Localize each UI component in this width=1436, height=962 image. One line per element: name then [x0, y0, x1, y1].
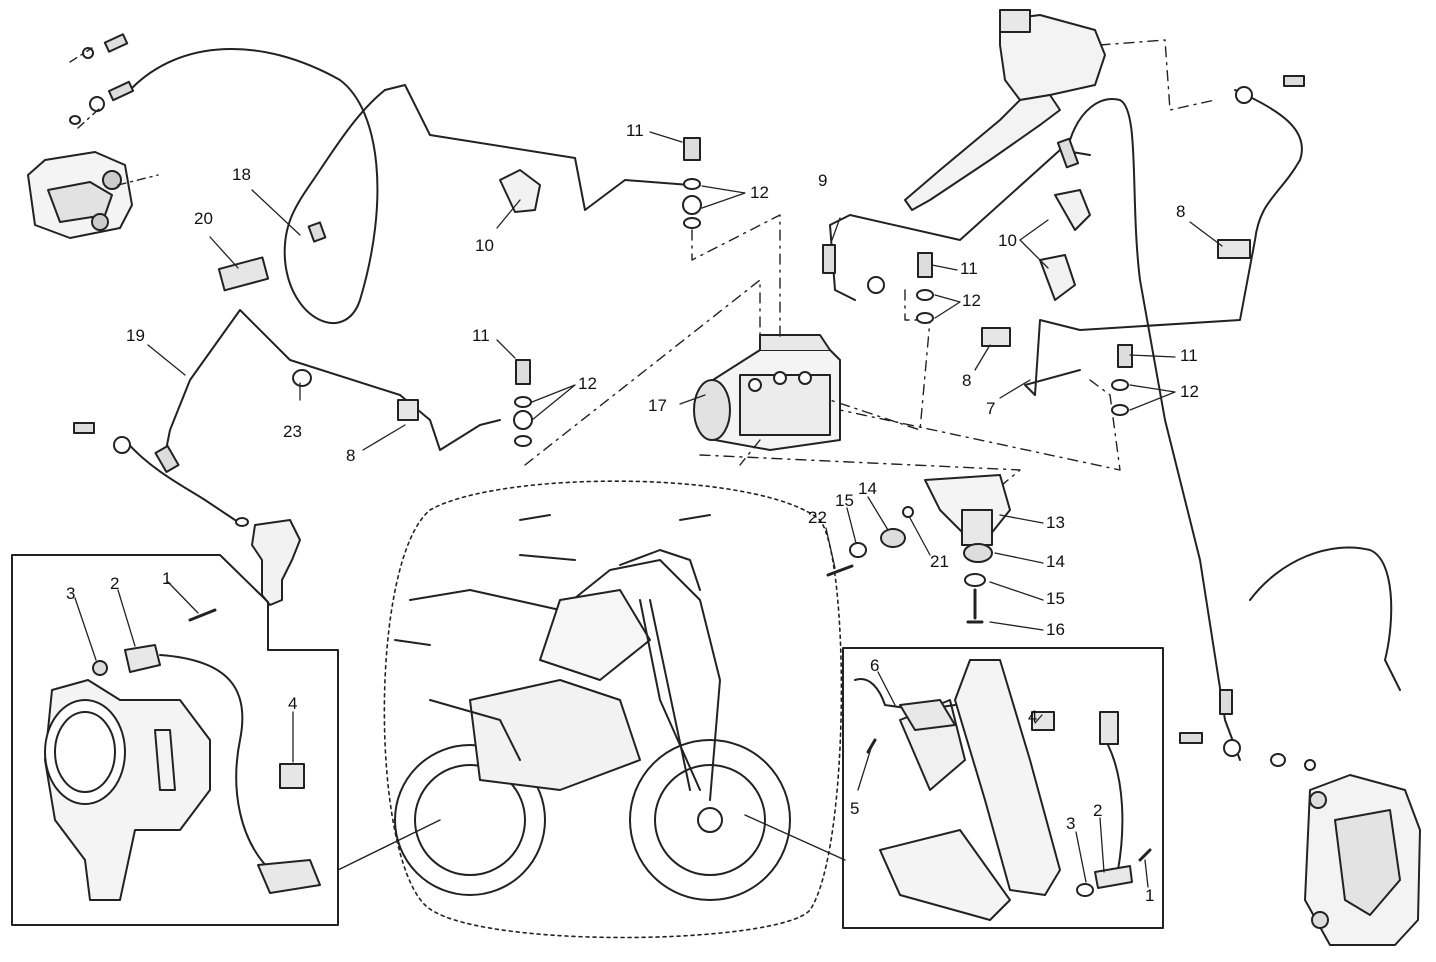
callout-22: 22 [808, 508, 827, 527]
callout-11-a: 11 [626, 121, 644, 140]
front-wheel-sensor-inset [842, 647, 1164, 929]
callout-14-right: 14 [1046, 552, 1065, 571]
front-pipe-9 [822, 149, 1251, 347]
callout-11-c: 11 [960, 259, 978, 278]
callout-11-b: 11 [472, 326, 490, 345]
callout-13: 13 [1046, 513, 1065, 532]
callout-8-left: 8 [346, 446, 356, 465]
callout-21: 21 [930, 552, 949, 571]
callout-12-b: 12 [578, 374, 597, 393]
callout-2-left-inset: 2 [110, 574, 120, 593]
inset-leader-lines [337, 814, 846, 871]
callout-18: 18 [232, 165, 251, 184]
callout-12-d: 12 [1180, 382, 1199, 401]
front-brake-hose [1024, 75, 1401, 771]
rear-caliper-hose-group [27, 33, 691, 324]
rear-caliper [27, 151, 159, 239]
callout-17: 17 [648, 396, 667, 415]
callout-16: 16 [1046, 620, 1065, 639]
callout-4-right-inset: 4 [1028, 707, 1038, 726]
callout-7: 7 [986, 399, 996, 418]
rear-wheel-sensor-inset [11, 554, 339, 926]
callout-10-left: 10 [475, 236, 494, 255]
callout-6-right-inset: 6 [870, 656, 880, 675]
callout-14-left: 14 [858, 479, 877, 498]
rear-brake-pipe-19 [73, 256, 533, 606]
callout-11-d: 11 [1180, 346, 1198, 365]
callout-15-left: 15 [835, 491, 854, 510]
callout-20: 20 [194, 209, 213, 228]
callout-12-c: 12 [962, 291, 981, 310]
abs-bracket-hardware [826, 474, 1011, 624]
callout-1-right-inset: 1 [1145, 886, 1155, 905]
abs-modulator-unit [693, 334, 841, 451]
callout-leaders [74, 131, 1223, 888]
callout-10-right: 10 [998, 231, 1017, 250]
callout-5-right-inset: 5 [850, 799, 860, 818]
callout-3-right-inset: 3 [1066, 814, 1076, 833]
callout-19: 19 [126, 326, 145, 345]
callout-8-mid: 8 [962, 371, 972, 390]
assembly-leader-lines [524, 39, 1216, 496]
callout-15-right: 15 [1046, 589, 1065, 608]
callout-12-a: 12 [750, 183, 769, 202]
front-caliper [1304, 774, 1421, 946]
callout-9: 9 [818, 171, 828, 190]
callout-3-left-inset: 3 [66, 584, 76, 603]
callout-23: 23 [283, 422, 302, 441]
callout-2-right-inset: 2 [1093, 801, 1103, 820]
callout-8-right: 8 [1176, 202, 1186, 221]
callout-4-left-inset: 4 [288, 694, 298, 713]
motorcycle-overview [383, 480, 843, 939]
front-master-cylinder [904, 9, 1106, 211]
upper-center-fittings [499, 137, 702, 229]
callout-1-left-inset: 1 [162, 569, 172, 588]
